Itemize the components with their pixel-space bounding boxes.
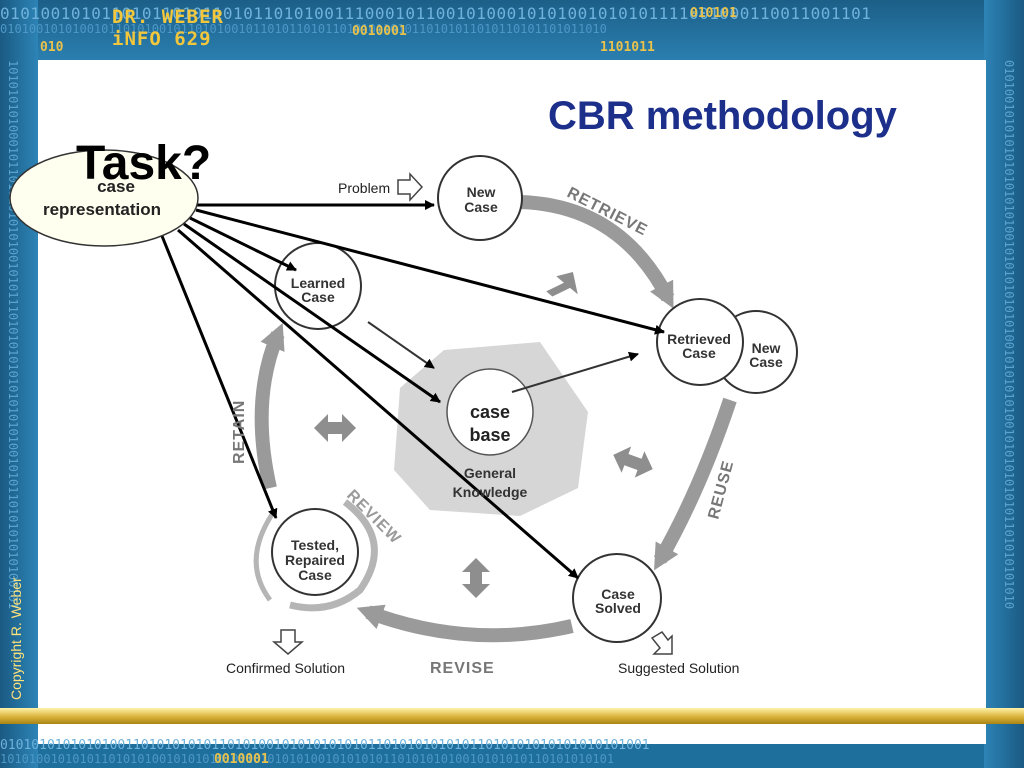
case-representation-label: case [97, 177, 135, 196]
case-representation-node [9, 149, 199, 247]
binary-pattern-bottom: 0101010101010100110101010101101010010101… [0, 738, 650, 753]
tested-repaired-case-label: Tested, [291, 537, 339, 553]
case-base-label: base [469, 425, 510, 445]
gold-divider-bar [0, 708, 1024, 724]
binary-accent: 010101 [690, 6, 737, 21]
binary-pattern-top-secondary: 0101001010100101101010010110101001011010… [0, 22, 607, 36]
learned-case-label: Learned [291, 275, 345, 291]
case-base-node [446, 368, 534, 456]
tested-repaired-case-label: Repaired [285, 552, 345, 568]
arrow-to-tested-case [160, 235, 278, 519]
footer-strip [38, 724, 986, 744]
retrieved-case-label: Case [682, 345, 716, 361]
revise-arrow [356, 604, 574, 643]
left-frame [0, 0, 38, 768]
suggested-solution-arrow-icon [650, 631, 673, 655]
reuse-arrow [653, 397, 737, 571]
logo: DR. WEBER iNFO 629 [112, 6, 224, 50]
binary-pattern-top: 0101001010110101101011010110101001110001… [0, 4, 872, 23]
learned-case-label: Case [301, 289, 335, 305]
case-solved-label: Solved [595, 600, 641, 616]
binary-accent: 0010001 [214, 752, 269, 767]
general-knowledge-label: Knowledge [453, 484, 528, 500]
binary-accent: 1101011 [600, 40, 655, 55]
double-arrow-icon [613, 446, 653, 478]
double-arrow-icon [314, 414, 356, 442]
case-solved-label: Case [601, 586, 635, 602]
problem-label: Problem [338, 180, 390, 196]
double-arrow-icon [546, 271, 578, 297]
suggested-solution-label: Suggested Solution [618, 660, 739, 676]
arrow-to-retrieved-case [195, 208, 665, 335]
binary-accent: 010 [40, 40, 64, 55]
new-case-node [437, 155, 523, 241]
retrieved-case-label: Retrieved [667, 331, 731, 347]
retain-arrow [254, 322, 285, 490]
review-arc [289, 499, 378, 612]
new-case-2-label: New [752, 340, 781, 356]
revise-label: REVISE [430, 660, 495, 677]
binary-accent: 0010001 [352, 24, 407, 39]
problem-arrow-icon [397, 172, 424, 202]
logo-line-1: DR. WEBER [112, 6, 224, 28]
retrieve-arrow [519, 195, 675, 309]
retrieved-case-node [656, 298, 744, 386]
retain-label: RETAIN [231, 400, 248, 464]
casebase-to-retrieved-arrow [511, 351, 639, 393]
binary-pattern-bottom-secondary: 1010100101010110101010010101010101101010… [0, 752, 615, 766]
learned-to-casebase-arrow [367, 321, 435, 369]
new-case-label: Case [464, 199, 498, 215]
confirmed-solution-label: Confirmed Solution [226, 660, 345, 676]
logo-line-2: iNFO 629 [112, 28, 212, 50]
case-solved-node [572, 553, 662, 643]
arrow-to-learned-case [189, 216, 297, 272]
double-arrow-icon [462, 558, 490, 598]
task-heading: Task? [76, 137, 212, 190]
tested-repaired-case-label: Case [298, 567, 332, 583]
confirmed-solution-arrow-icon [271, 629, 305, 655]
slide-title: CBR methodology [548, 94, 897, 138]
general-knowledge-label: General [464, 465, 516, 481]
arrow-to-case-solved [177, 228, 579, 580]
new-case-label: New [467, 184, 496, 200]
new-case-2-label: Case [749, 354, 783, 370]
tested-repaired-case-node [271, 508, 359, 596]
arrow-to-case-base [183, 222, 441, 404]
top-frame [0, 0, 1024, 60]
case-representation-label: representation [43, 200, 161, 219]
review-arc-left [253, 508, 278, 602]
right-frame [984, 0, 1024, 768]
binary-pattern-right: 0101001010101010101010100101010101010100… [1002, 60, 1016, 610]
case-base-label: case [470, 402, 510, 422]
